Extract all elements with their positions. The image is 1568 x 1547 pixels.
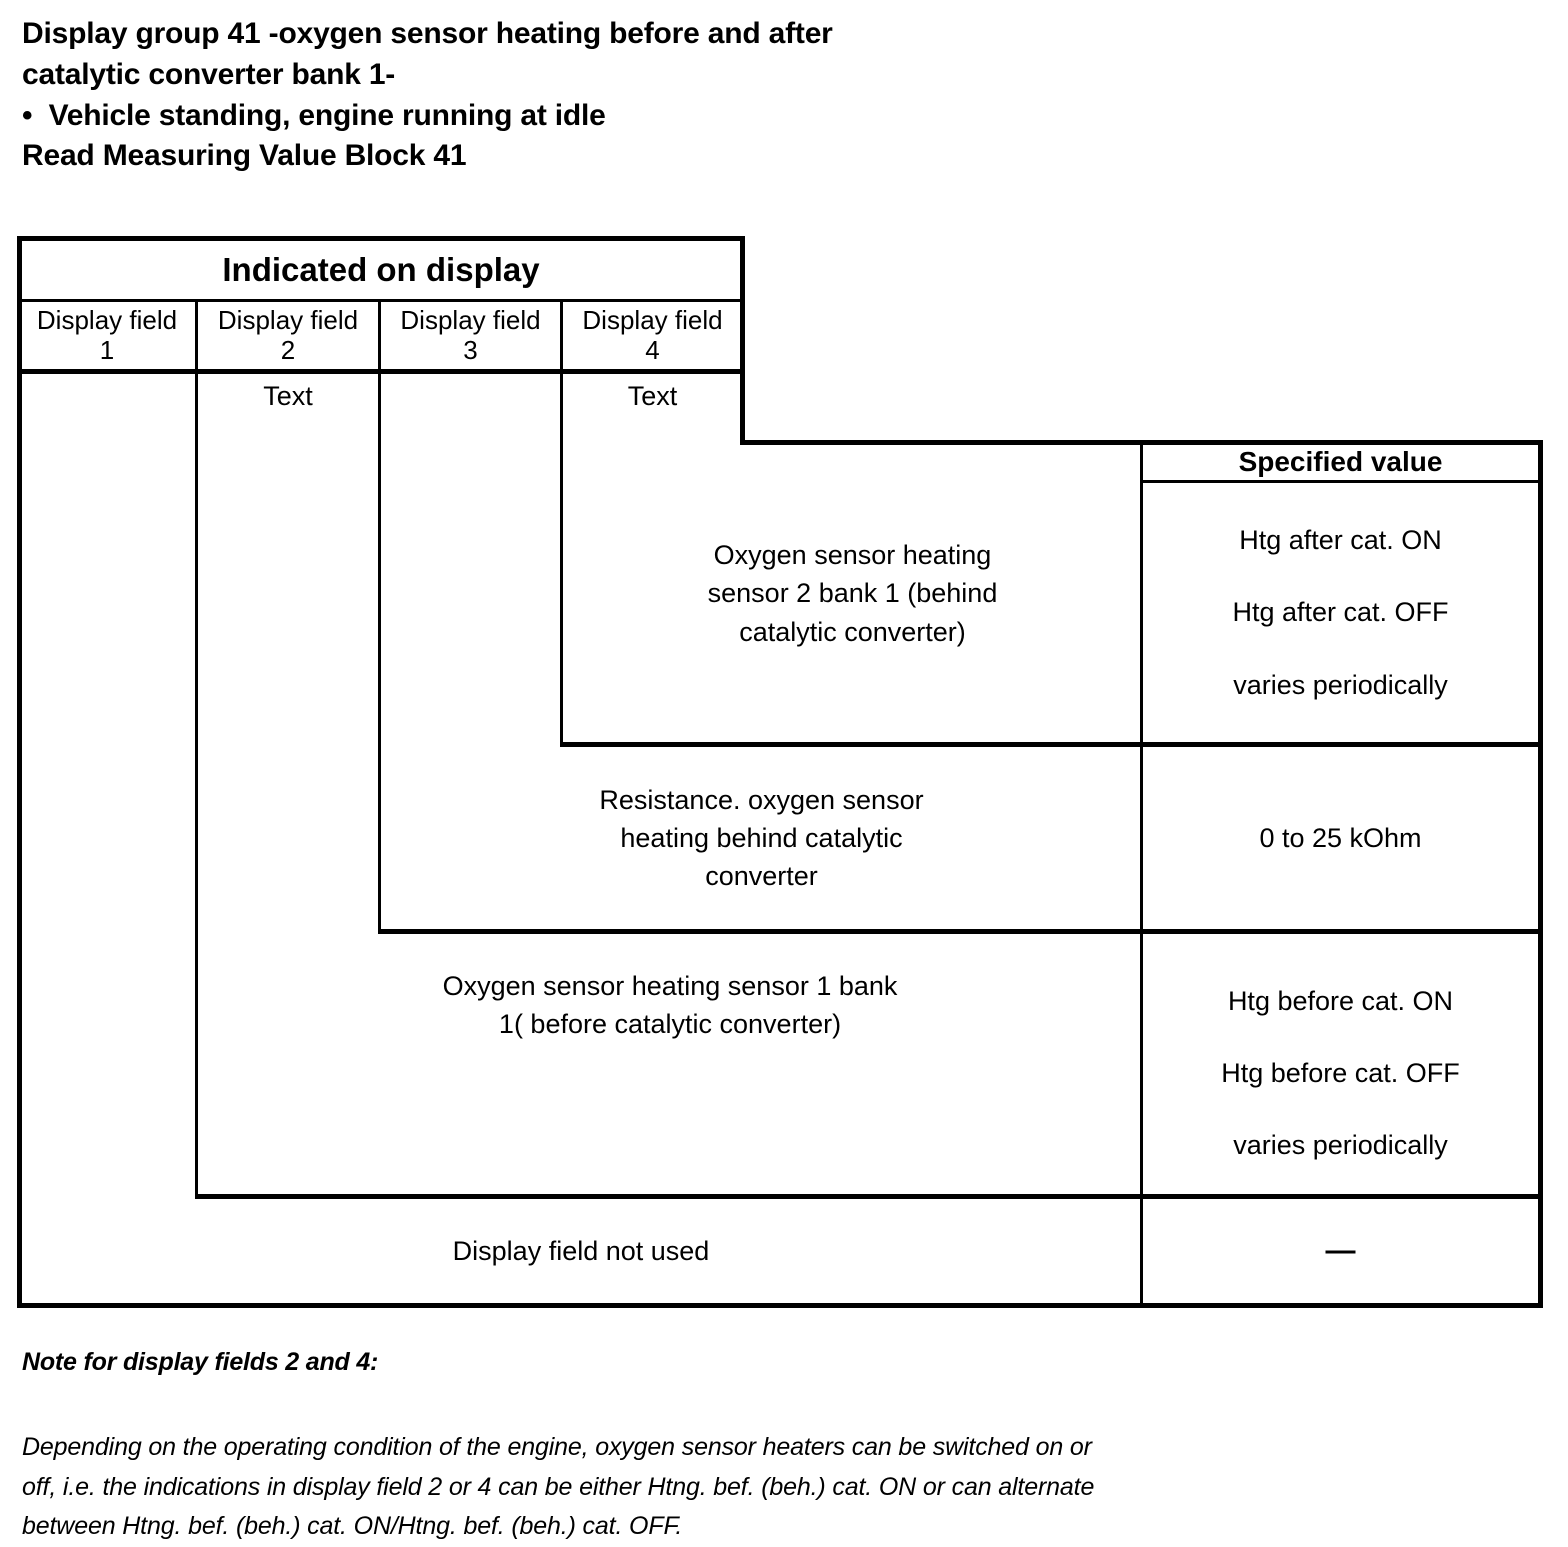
note-title: Note for display fields 2 and 4: [22,1348,379,1376]
column-header-display-field-4: Display field 4 [582,305,723,365]
rule-row3-bottom [195,1194,1543,1199]
row-3-specified-values: Htg before cat. ON Htg before cat. OFF v… [1143,952,1538,1194]
row-3-spec-value-3: varies periodically [1233,1130,1448,1161]
row-1-specified-values: Htg after cat. ON Htg after cat. OFF var… [1143,483,1538,742]
rule-col1-right [195,299,198,1199]
rule-col2-right [378,299,381,934]
measuring-value-block-table: Indicated on display Display field 1 Dis… [17,236,1543,1308]
row-3-description: Oxygen sensor heating sensor 1 bank 1( b… [442,970,898,1039]
row-2-description: Resistance. oxygen sensor heating behind… [599,784,924,892]
rule-table-left-edge [17,236,22,1308]
row-2-spec-value-1: 0 to 25 kOhm [1259,822,1422,853]
row-3-spec-value-2: Htg before cat. OFF [1221,1057,1460,1088]
row-2-specified-values: 0 to 25 kOhm [1143,747,1538,929]
type-cell-field-4: Text [627,380,678,411]
rule-under-field-headers [17,369,745,374]
row-4-specified-values: — [1325,1233,1356,1267]
row-1-spec-value-2: Htg after cat. OFF [1232,597,1449,628]
row-4-description: Display field not used [452,1235,710,1266]
document-heading: Display group 41 -oxygen sensor heating … [22,14,1222,177]
rule-table-bottom [17,1303,1543,1308]
heading-line-2: catalytic converter bank 1- [22,57,396,91]
rule-col3-right [560,299,563,747]
heading-bullet-condition: • Vehicle standing, engine running at id… [22,98,606,132]
rule-row2-bottom [378,929,1543,934]
type-cell-field-3 [381,374,560,418]
type-cell-field-2: Text [263,380,313,411]
rule-row1-bottom [560,742,1543,747]
rule-col4-right [740,236,745,445]
rule-under-spec-header [1140,480,1543,483]
heading-line-4: Read Measuring Value Block 41 [22,139,467,173]
rule-spec-left [1140,440,1143,1308]
column-header-display-field-2: Display field 2 [217,305,359,365]
row-3-spec-value-1: Htg before cat. ON [1227,985,1454,1016]
spec-value-header: Specified value [1238,445,1443,477]
row-1-spec-value-1: Htg after cat. ON [1239,525,1442,555]
rule-table-top [17,236,745,241]
row-1-description: Oxygen sensor heating sensor 2 bank 1 (b… [707,540,998,647]
type-cell-field-1 [19,374,195,418]
note-body: Depending on the operating condition of … [22,1433,1095,1540]
column-header-display-field-3: Display field 3 [400,305,541,365]
row-1-spec-value-3: varies periodically [1233,669,1448,700]
column-header-display-field-1: Display field 1 [36,305,178,365]
group-header-indicated-on-display: Indicated on display [222,250,540,288]
rule-table-right-edge [1538,440,1543,1308]
heading-line-1: Display group 41 -oxygen sensor heating … [22,17,833,50]
rule-under-group-header [17,299,745,302]
